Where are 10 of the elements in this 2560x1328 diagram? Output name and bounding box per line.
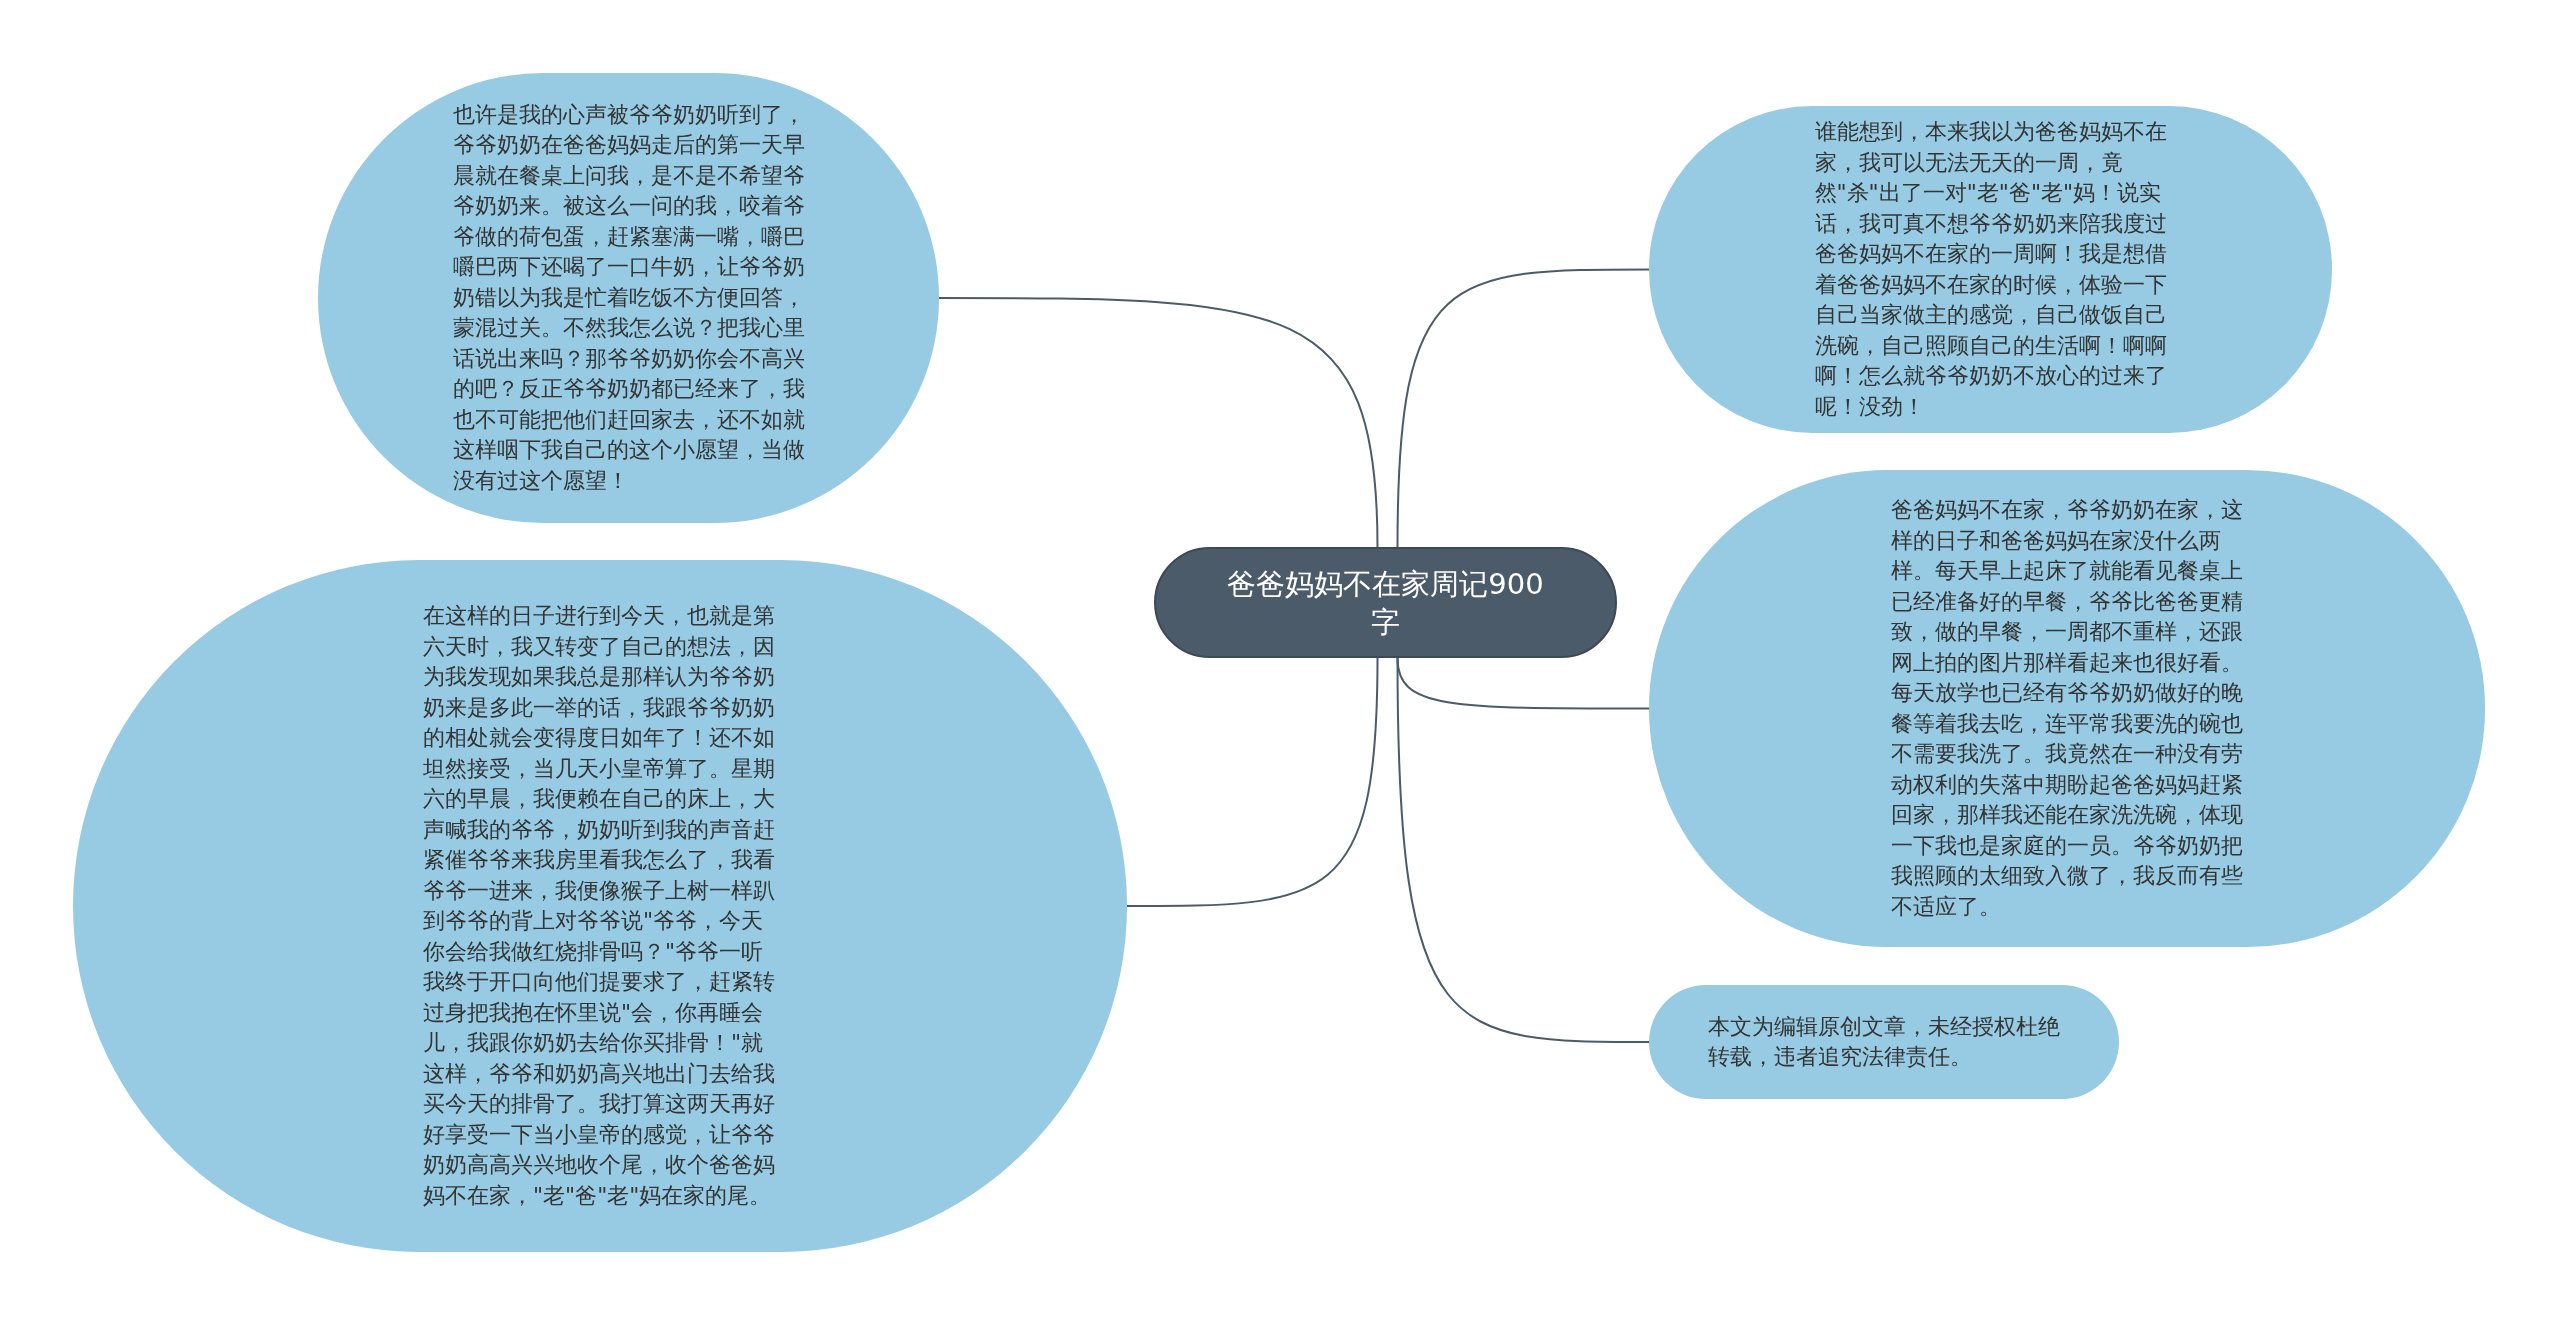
paragraph: 本文为编辑原创文章，未经授权杜绝转载，违者追究法律责任。: [1708, 1012, 2060, 1071]
paragraph: 也许是我的心声被爷爷奶奶听到了，爷爷奶奶在爸爸妈妈走后的第一天早晨就在餐桌上问我，是不是不希望爷爷奶奶来。被这么一问的我，咬着爷爷做的荷包蛋，赶紧塞满一嘴，嚼巴嚼巴两下还喝了一口牛奶，让爷爷奶奶错以为我是忙着吃饭不方便回答，蒙混过关。不然我怎么说？把我心里话说出来吗？那爷爷奶奶你会不高兴的吧？反正爷爷奶奶都已经来了，我也不可能把他们赶回家去，还不如就这样咽下我自己的这个小愿望，当做没有过这个愿望！: [452, 100, 805, 495]
connector-line: [1396, 268, 1650, 548]
connector-line: [1396, 657, 1650, 1043]
paragraph: 谁能想到，本来我以为爸爸妈妈不在家，我可以无法无天的一周，竟然"杀"出了一对"老"爸"老"妈！说实话，我可真不想爷爷奶奶来陪我度过爸爸妈妈不在家的一周啊！我是想借着爸爸妈妈不在家的时候，体验一下自己当家做主的感觉，自己做饭自己洗碗，自己照顾自己的生活啊！啊啊啊！怎么就爷爷奶奶不放心的过来了呢！没劲！: [1814, 118, 2167, 421]
paragraph: 在这样的日子进行到今天，也就是第六天时，我又转变了自己的想法，因为我发现如果我总是那样认为爷爷奶奶来是多此一举的话，我跟爷爷奶奶的相处就会变得度日如年了！还不如坦然接受，当几天小皇帝算了。星期六的早晨，我便赖在自己的床上，大声喊我的爷爷，奶奶听到我的声音赶紧催爷爷来我房里看我怎么了，我看爷爷一进来，我便像猴子上树一样趴到爷爷的背上对爷爷说"爷爷，今天你会给我做红烧排骨吗？"爷爷一听我终于开口向他们提要求了，赶紧转过身把我抱在怀里说"会，你再睡会儿，我跟你奶奶去给你买排骨！"就这样，爷爷和奶奶高兴地出门去给我买今天的排骨了。我打算这两天再好好享受一下当小皇帝的感觉，让爷爷奶奶高高兴兴地收个尾，收个爸爸妈妈不在家，"老"爸"老"妈在家的尾。: [423, 602, 776, 1210]
connector-line: [1126, 657, 1379, 907]
paragraph: 爸爸妈妈不在家，爷爷奶奶在家，这样的日子和爸爸妈妈在家没什么两样。每天早上起床了就能看见餐桌上已经准备好的早餐，爷爷比爸爸更精致，做的早餐，一周都不重样，还跟网上拍的图片那样看起来也很好看。每天放学也已经有爷爷奶奶做好的晚餐等着我去吃，连平常我要洗的碗也不需要我洗了。我竟然在一种没有劳动权利的失落中期盼起爸爸妈妈赶紧回家，那样我还能在家洗洗碗，体现一下我也是家庭的一员。爷爷奶奶把我照顾的太细致入微了，我反而有些不适应了。: [1891, 496, 2243, 921]
topic-title: 爸爸妈妈不在家周记900字: [1226, 565, 1545, 641]
connector-line: [938, 297, 1379, 548]
